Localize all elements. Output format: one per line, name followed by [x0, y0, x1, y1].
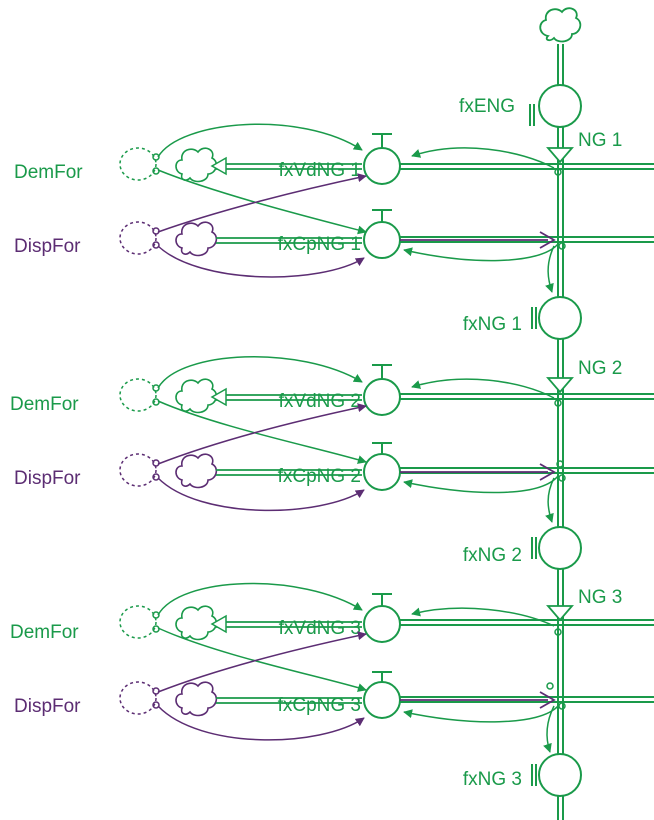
cloud-sink-icon — [175, 147, 218, 183]
demfor-label: DemFor — [10, 394, 79, 415]
fxeng-valve-icon[interactable] — [538, 84, 582, 128]
dispfor-ghost-icon — [119, 221, 157, 255]
demfor-label: DemFor — [10, 622, 79, 643]
fxng2-valve-icon[interactable] — [538, 526, 582, 570]
fxeng-label: fxENG — [459, 96, 515, 117]
demfor-ghost-icon — [119, 605, 157, 639]
fxcpng2-label: fxCpNG 2 — [278, 466, 361, 487]
fxng3-label: fxNG 3 — [463, 769, 522, 790]
demfor-ghost-icon — [119, 378, 157, 412]
cloud-sink-icon — [175, 605, 218, 641]
cloud-sink-icon — [175, 378, 218, 414]
fxvdng2-label: fxVdNG 2 — [279, 391, 361, 412]
fxng2-label: fxNG 2 — [463, 545, 522, 566]
dispfor-label: DispFor — [14, 696, 81, 717]
cloud-sink-icon — [175, 681, 218, 717]
dispfor-ghost-icon — [119, 453, 157, 487]
section-1: DemFor DispFor fxVdNG 1 fxCpNG 1 — [14, 123, 654, 394]
section-3: DemFor DispFor fxVdNG 3 fxCpNG 3 — [10, 582, 654, 797]
fxvdng1-label: fxVdNG 1 — [279, 160, 361, 181]
fxvdng3-valve-icon[interactable] — [363, 605, 401, 643]
section-2: DemFor DispFor fxVdNG 2 fxCpNG 2 — [10, 356, 654, 622]
cloud-sink-icon — [175, 221, 218, 257]
cloud-sink-icon — [175, 453, 218, 489]
fxng1-valve-icon[interactable] — [538, 296, 582, 340]
ng1-flow-arrow-icon — [546, 147, 574, 164]
fxcpng2-valve-icon[interactable] — [363, 453, 401, 491]
dispfor-label: DispFor — [14, 236, 81, 257]
ng2-label: NG 2 — [578, 358, 622, 379]
fxcpng1-valve-icon[interactable] — [363, 221, 401, 259]
fxvdng2-valve-icon[interactable] — [363, 378, 401, 416]
top-source: fxENG NG 1 — [459, 7, 622, 820]
fxng3-valve-icon[interactable] — [538, 753, 582, 797]
ng3-flow-arrow-icon — [546, 605, 574, 622]
fxvdng1-valve-icon[interactable] — [363, 147, 401, 185]
dispfor-ghost-icon — [119, 681, 157, 715]
fxvdng3-label: fxVdNG 3 — [279, 618, 361, 639]
ng2-flow-arrow-icon — [546, 377, 574, 394]
demfor-ghost-icon — [119, 147, 157, 181]
fxcpng3-valve-icon[interactable] — [363, 681, 401, 719]
ng1-label: NG 1 — [578, 130, 622, 151]
ng3-label: NG 3 — [578, 587, 622, 608]
demfor-label: DemFor — [14, 162, 83, 183]
fxng1-label: fxNG 1 — [463, 314, 522, 335]
cloud-source-icon — [539, 7, 582, 43]
fxcpng1-label: fxCpNG 1 — [278, 234, 361, 255]
dispfor-label: DispFor — [14, 468, 81, 489]
fxcpng3-label: fxCpNG 3 — [278, 695, 361, 716]
